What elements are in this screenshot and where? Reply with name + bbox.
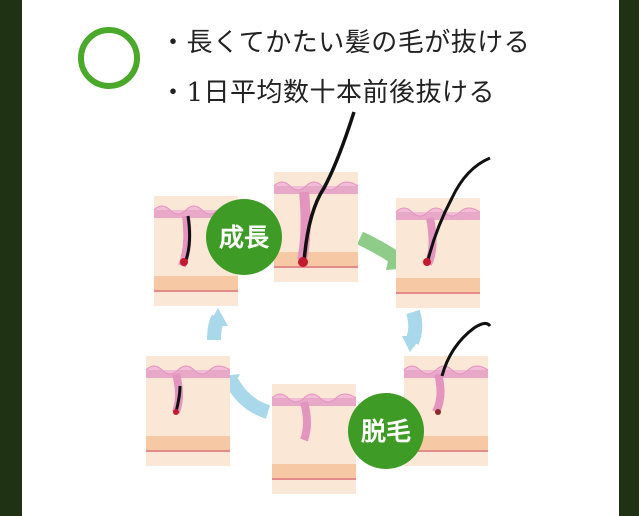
shedding-badge: 脱毛: [348, 393, 424, 469]
skin-block-shed: [271, 383, 357, 495]
point-long-hard-hair: ・長くてかたい髪の毛が抜ける: [160, 28, 531, 58]
circle-ok-icon: [78, 27, 140, 89]
shedding-badge-label: 脱毛: [361, 417, 411, 446]
skin-block-anagen-early: [153, 195, 239, 307]
cycle-arrow-4: [225, 378, 271, 419]
skin-block-catagen: [395, 156, 491, 309]
skin-block-telogen: [403, 321, 492, 467]
growth-badge-label: 成長: [219, 223, 270, 252]
skin-block-regrowth: [145, 355, 231, 467]
growth-badge: 成長: [206, 199, 282, 275]
point-daily-count: ・1日平均数十本前後抜ける: [160, 78, 496, 108]
skin-block-anagen-peak: [273, 111, 359, 283]
